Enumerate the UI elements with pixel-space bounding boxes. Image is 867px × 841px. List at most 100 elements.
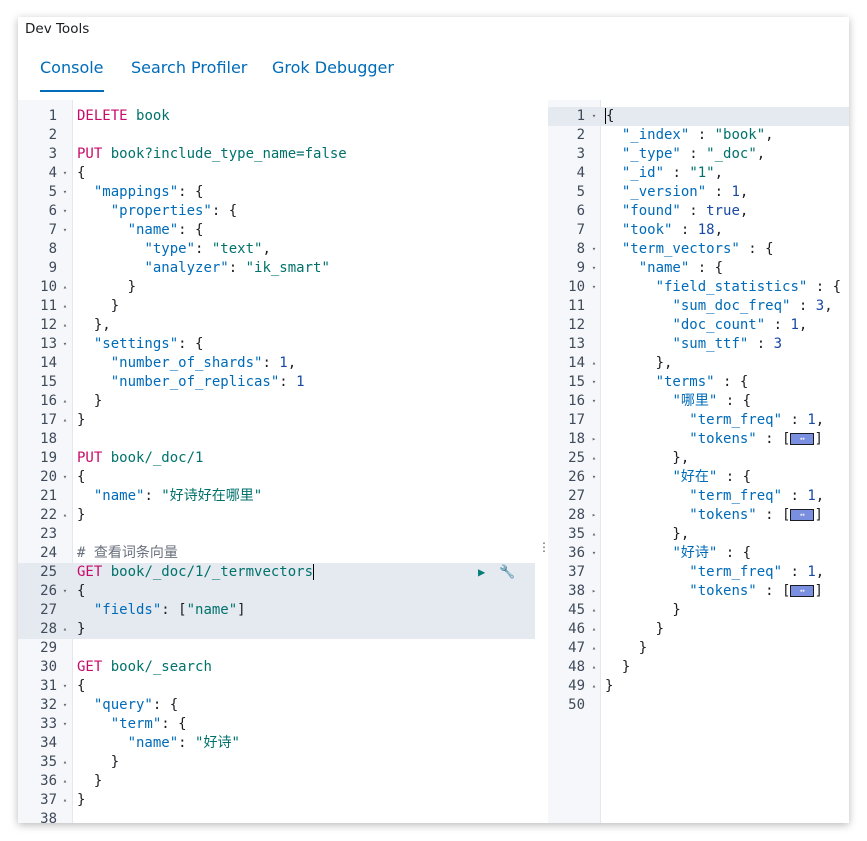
- fold-toggle-icon[interactable]: ▸: [591, 511, 597, 519]
- request-code-line[interactable]: 35▴ }: [18, 753, 535, 772]
- request-code-line[interactable]: 11▴ }: [18, 297, 535, 316]
- request-code-line[interactable]: 37▴}: [18, 791, 535, 810]
- response-code-line[interactable]: 47▴ }: [548, 639, 849, 658]
- request-code-line[interactable]: 4▾{: [18, 164, 535, 183]
- collapsed-array-icon[interactable]: ↔: [790, 585, 815, 597]
- fold-toggle-icon[interactable]: ▴: [591, 454, 597, 462]
- fold-toggle-icon[interactable]: ▴: [591, 530, 597, 538]
- fold-toggle-icon[interactable]: ▾: [591, 549, 597, 557]
- response-code-line[interactable]: 45▴ }: [548, 601, 849, 620]
- response-code-line[interactable]: 27 "term_freq" : 1,: [548, 487, 849, 506]
- request-code-line[interactable]: 28▴}: [18, 620, 535, 639]
- response-code-line[interactable]: 50: [548, 696, 849, 715]
- request-code-line[interactable]: 21 "name": "好诗好在哪里": [18, 487, 535, 506]
- fold-toggle-icon[interactable]: ▴: [591, 606, 597, 614]
- tab-console[interactable]: Console: [40, 57, 104, 92]
- pane-resizer[interactable]: ⋮: [535, 100, 550, 823]
- fold-toggle-icon[interactable]: ▾: [62, 473, 68, 481]
- request-code-line[interactable]: 23: [18, 525, 535, 544]
- request-code-line[interactable]: 32▾ "query": {: [18, 696, 535, 715]
- fold-toggle-icon[interactable]: ▴: [62, 777, 68, 785]
- response-code-line[interactable]: 15▾ "terms" : {: [548, 373, 849, 392]
- response-code-line[interactable]: 6 "found" : true,: [548, 202, 849, 221]
- request-code-line[interactable]: 20▾{: [18, 468, 535, 487]
- request-code-line[interactable]: 7▾ "name": {: [18, 221, 535, 240]
- response-code-line[interactable]: 10▾ "field_statistics" : {: [548, 278, 849, 297]
- response-code-line[interactable]: 46▴ }: [548, 620, 849, 639]
- fold-toggle-icon[interactable]: ▾: [62, 587, 68, 595]
- fold-toggle-icon[interactable]: ▾: [591, 378, 597, 386]
- request-code-line[interactable]: 16▴ }: [18, 392, 535, 411]
- fold-toggle-icon[interactable]: ▾: [62, 340, 68, 348]
- response-code-line[interactable]: 14▴ },: [548, 354, 849, 373]
- response-code-line[interactable]: 13 "sum_ttf" : 3: [548, 335, 849, 354]
- fold-toggle-icon[interactable]: ▾: [591, 264, 597, 272]
- fold-toggle-icon[interactable]: ▾: [62, 169, 68, 177]
- response-code-line[interactable]: 37 "term_freq" : 1,: [548, 563, 849, 582]
- response-viewer[interactable]: 1▾{2 "_index" : "book",3 "_type" : "_doc…: [548, 100, 849, 823]
- request-code-line[interactable]: 10▴ }: [18, 278, 535, 297]
- fold-toggle-icon[interactable]: ▾: [62, 720, 68, 728]
- response-code-line[interactable]: 7 "took" : 18,: [548, 221, 849, 240]
- fold-toggle-icon[interactable]: ▴: [62, 416, 68, 424]
- wrench-icon[interactable]: 🔧: [499, 565, 516, 580]
- request-code-line[interactable]: 31▾{: [18, 677, 535, 696]
- response-code-line[interactable]: 26▾ "好在" : {: [548, 468, 849, 487]
- fold-toggle-icon[interactable]: ▴: [62, 283, 68, 291]
- request-code-line[interactable]: 34 "name": "好诗": [18, 734, 535, 753]
- response-code-line[interactable]: 5 "_version" : 1,: [548, 183, 849, 202]
- fold-toggle-icon[interactable]: ▴: [591, 682, 597, 690]
- fold-toggle-icon[interactable]: ▾: [591, 397, 597, 405]
- request-code-line[interactable]: 36▴ }: [18, 772, 535, 791]
- response-code-line[interactable]: 16▾ "哪里" : {: [548, 392, 849, 411]
- request-code-line[interactable]: 5▾ "mappings": {: [18, 183, 535, 202]
- request-code-line[interactable]: 22▴}: [18, 506, 535, 525]
- fold-toggle-icon[interactable]: ▴: [62, 796, 68, 804]
- request-code-line[interactable]: 26▾{: [18, 582, 535, 601]
- response-code-line[interactable]: 3 "_type" : "_doc",: [548, 145, 849, 164]
- response-code-line[interactable]: 49▴}: [548, 677, 849, 696]
- response-code-line[interactable]: 17 "term_freq" : 1,: [548, 411, 849, 430]
- fold-toggle-icon[interactable]: ▴: [591, 625, 597, 633]
- response-code-line[interactable]: 18▸ "tokens" : [↔]: [548, 430, 849, 449]
- request-code-line[interactable]: 18: [18, 430, 535, 449]
- tab-search-profiler[interactable]: Search Profiler: [131, 58, 248, 77]
- request-code-line[interactable]: 8 "type": "text",: [18, 240, 535, 259]
- tab-grok-debugger[interactable]: Grok Debugger: [272, 58, 394, 77]
- request-code-line[interactable]: 6▾ "properties": {: [18, 202, 535, 221]
- fold-toggle-icon[interactable]: ▴: [62, 758, 68, 766]
- fold-toggle-icon[interactable]: ▴: [591, 359, 597, 367]
- fold-toggle-icon[interactable]: ▴: [62, 302, 68, 310]
- request-code-line[interactable]: 33▾ "term": {: [18, 715, 535, 734]
- response-code-line[interactable]: 1▾{: [548, 107, 849, 126]
- fold-toggle-icon[interactable]: ▸: [591, 587, 597, 595]
- fold-toggle-icon[interactable]: ▾: [591, 473, 597, 481]
- request-code-line[interactable]: 9 "analyzer": "ik_smart": [18, 259, 535, 278]
- fold-toggle-icon[interactable]: ▴: [62, 625, 68, 633]
- fold-toggle-icon[interactable]: ▸: [591, 435, 597, 443]
- response-code-line[interactable]: 28▸ "tokens" : [↔]: [548, 506, 849, 525]
- response-code-line[interactable]: 12 "doc_count" : 1,: [548, 316, 849, 335]
- request-code-line[interactable]: 27 "fields": ["name"]: [18, 601, 535, 620]
- fold-toggle-icon[interactable]: ▾: [62, 226, 68, 234]
- fold-toggle-icon[interactable]: ▴: [62, 397, 68, 405]
- request-code-line[interactable]: 14 "number_of_shards": 1,: [18, 354, 535, 373]
- response-code-line[interactable]: 35▴ },: [548, 525, 849, 544]
- response-code-line[interactable]: 9▾ "name" : {: [548, 259, 849, 278]
- response-code-line[interactable]: 48▴ }: [548, 658, 849, 677]
- fold-toggle-icon[interactable]: ▾: [591, 283, 597, 291]
- response-code-line[interactable]: 2 "_index" : "book",: [548, 126, 849, 145]
- request-code-line[interactable]: 2: [18, 126, 535, 145]
- fold-toggle-icon[interactable]: ▾: [62, 188, 68, 196]
- request-code-line[interactable]: 24# 查看词条向量: [18, 544, 535, 563]
- request-code-line[interactable]: 29: [18, 639, 535, 658]
- fold-toggle-icon[interactable]: ▾: [62, 701, 68, 709]
- fold-toggle-icon[interactable]: ▴: [62, 511, 68, 519]
- play-icon[interactable]: ▶: [478, 565, 486, 579]
- fold-toggle-icon[interactable]: ▴: [591, 644, 597, 652]
